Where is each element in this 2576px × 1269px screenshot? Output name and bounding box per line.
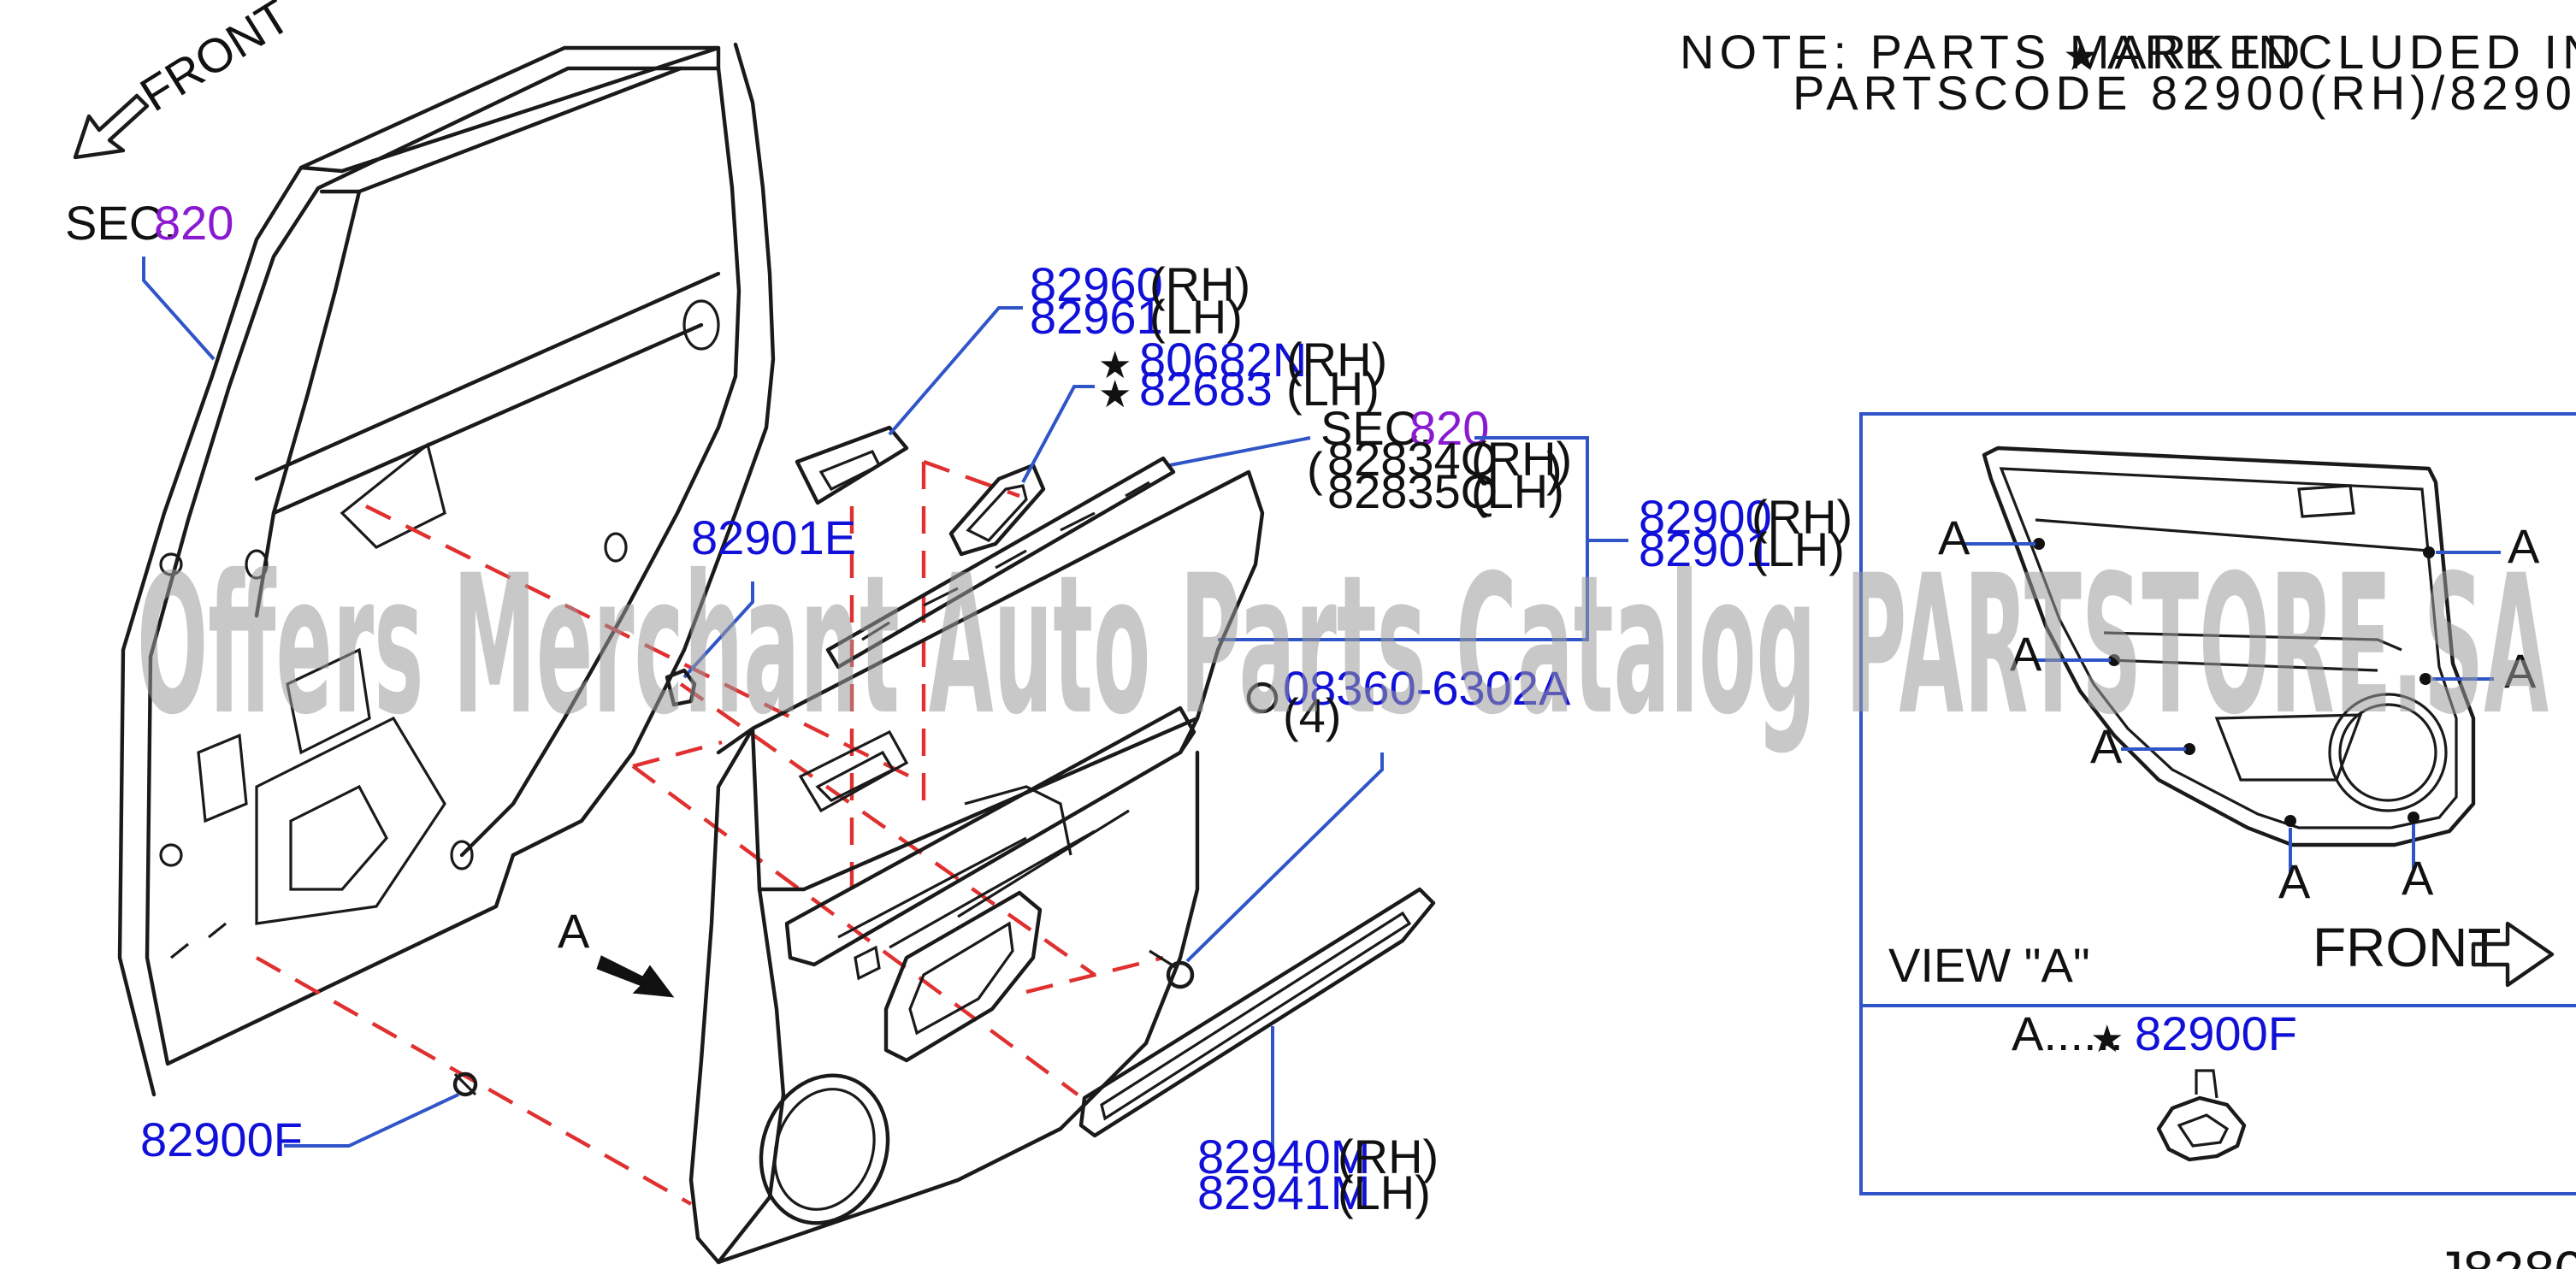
inset-trim-outline (1982, 446, 2476, 847)
watermark-text: Offers Merchant Auto Parts Catalog PARTS… (137, 534, 2549, 757)
note-line-1b: ARE INCLUDED IN THE (2107, 25, 2576, 79)
bracket-open: ( (1307, 442, 1323, 496)
leader-sec-center (1169, 436, 1311, 467)
inset-clip-prefix: A...... (2012, 1006, 2124, 1060)
leader-82900F (284, 1093, 459, 1148)
part-82683-side: (LH) (1286, 362, 1380, 416)
part-82900-code[interactable]: 82900 (1639, 490, 1772, 544)
inset-point-a-7: A (2402, 851, 2434, 905)
door-frame-illustration (117, 42, 776, 1097)
armrest-finisher (1078, 887, 1436, 1138)
part-82834Q-code[interactable]: 82834Q (1327, 432, 1498, 486)
screw-icon (1149, 682, 1279, 989)
front-label: FRONT (131, 0, 299, 121)
part-82900F-code[interactable]: 82900F (140, 1113, 303, 1166)
leader-82901E (682, 581, 754, 679)
leader-08360 (1185, 753, 1384, 963)
note-line-1a: NOTE: PARTS MARKED (1680, 25, 2305, 79)
part-82941M-code[interactable]: 82941M (1197, 1166, 1370, 1219)
assembly-dashed-lines (255, 459, 1164, 1206)
part-80682N-side: (RH) (1286, 333, 1387, 387)
part-82940M-code[interactable]: 82940M (1197, 1130, 1370, 1183)
star-icon: ★ (2090, 1018, 2124, 1061)
star-icon: ★ (1098, 373, 1131, 416)
front-arrow-icon (73, 93, 150, 160)
inset-point-a-4: A (2504, 644, 2537, 698)
sec-label-left: SEC. (65, 196, 177, 250)
part-82901-side: (LH) (1752, 522, 1845, 576)
clip-82901E (665, 668, 697, 707)
clip-fastener-icon (2156, 1069, 2247, 1162)
leader-80682N (1021, 385, 1095, 483)
inset-front-label: FRONT (2313, 917, 2501, 978)
part-82683-code[interactable]: 82683 (1139, 362, 1273, 416)
bracket-close: ) (1546, 442, 1563, 496)
inset-point-a-2: A (2508, 519, 2540, 573)
view-arrow-label: A (558, 904, 590, 958)
inside-handle-escutcheon (948, 463, 1046, 557)
star-icon: ★ (2063, 32, 2100, 80)
part-82901-code[interactable]: 82901 (1639, 522, 1772, 576)
sec-code-center[interactable]: 820 (1409, 401, 1489, 455)
leader-sec-left (142, 257, 216, 361)
part-08360-code[interactable]: 08360-6302A (1283, 661, 1571, 715)
inset-point-a-1: A (1938, 511, 1970, 564)
part-82901E-code[interactable]: 82901E (691, 511, 856, 564)
part-82941M-side: (LH) (1338, 1166, 1431, 1219)
part-82900-side: (RH) (1752, 490, 1852, 544)
sec-label-center: SEC. (1320, 401, 1433, 455)
view-direction-arrow-icon (596, 955, 675, 998)
star-icon: ★ (1098, 344, 1131, 387)
part-80682N-code[interactable]: 80682N (1139, 333, 1307, 387)
part-82961-code[interactable]: 82961 (1030, 290, 1163, 344)
part-82960-code[interactable]: 82960 (1030, 257, 1163, 311)
leader-82960 (888, 306, 1023, 436)
part-82961-side: (LH) (1149, 290, 1243, 344)
inset-view-a: A A A A A A A VIEW "A" FRONT A...... ★ 8… (1859, 412, 2576, 1195)
door-trim-panel (688, 469, 1265, 1265)
clip-82900F (452, 1071, 478, 1097)
belt-weatherstrip (825, 456, 1176, 670)
inset-clip-code[interactable]: 82900F (2135, 1006, 2297, 1060)
part-82960-side: (RH) (1149, 257, 1250, 311)
sec-code-left[interactable]: 820 (154, 196, 233, 250)
inset-front-arrow-icon (2471, 921, 2555, 988)
inset-point-a-5: A (2090, 719, 2123, 773)
part-82834Q-side: (RH) (1471, 432, 1572, 486)
part-82835Q-code[interactable]: 82835Q (1327, 464, 1498, 518)
inset-point-a-6: A (2278, 854, 2311, 908)
part-08360-qty: (4) (1283, 688, 1341, 742)
window-switch-finisher (795, 425, 909, 505)
part-82940M-side: (RH) (1338, 1130, 1439, 1183)
inset-point-a-3: A (2010, 627, 2042, 681)
part-82835Q-side: (LH) (1471, 464, 1564, 518)
note-line-2: PARTSCODE 82900(RH)/82901(LH) (1793, 66, 2576, 120)
drawing-id: J8280096 (2436, 1240, 2576, 1269)
inset-view-label: VIEW "A" (1888, 938, 2090, 992)
